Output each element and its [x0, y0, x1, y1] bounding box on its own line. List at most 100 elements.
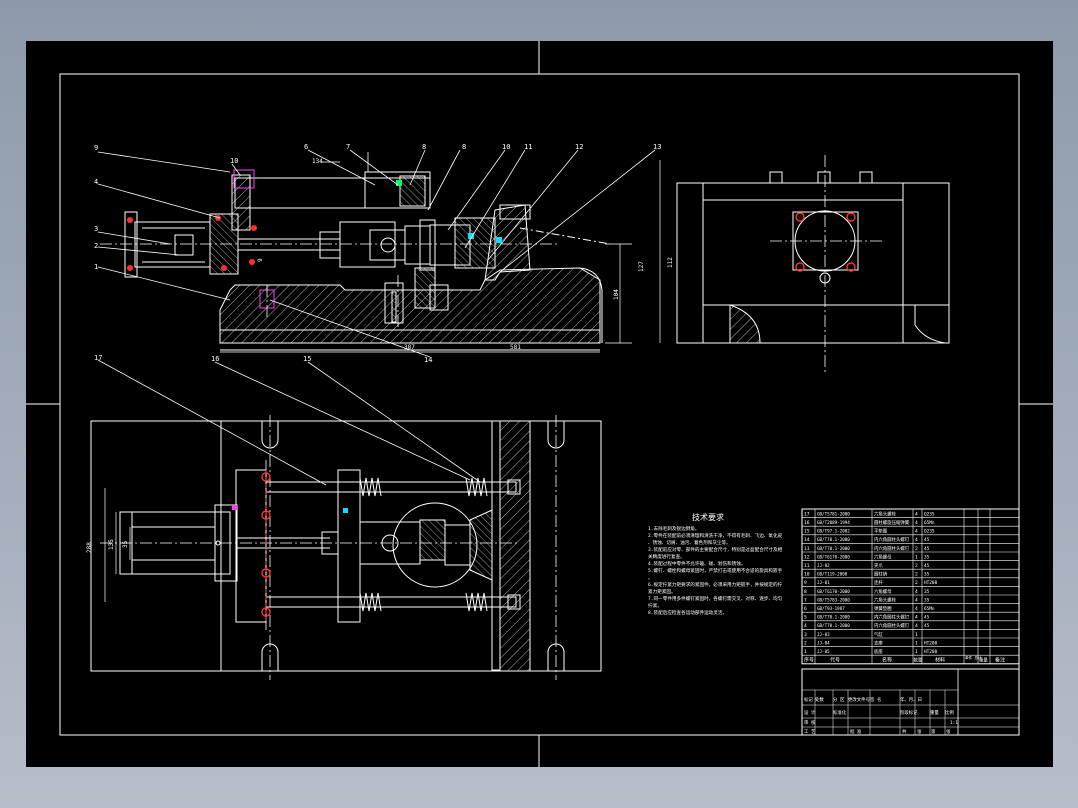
bom-cell-no: 12: [804, 554, 810, 560]
bom-cell-mat: 45: [924, 615, 930, 621]
dim-134: 134: [312, 158, 323, 165]
bom-cell-code: JJ-05: [817, 649, 830, 654]
bom-cell-mat: 45: [924, 623, 930, 629]
bom-cell-name: 六角螺母: [874, 588, 892, 595]
bom-cell-code: JJ-04: [817, 640, 830, 645]
balloon-4: 4: [94, 178, 98, 186]
bom-cell-code: GB/T70.1-2000: [817, 546, 850, 551]
bom-cell-name: 支座: [874, 639, 883, 646]
tech-notes: 1.去除毛刺及锐边倒角。2.零件在装配前必须清理和清洗干净，不得有毛刺、飞边、氧…: [648, 525, 783, 616]
balloon-15: 15: [303, 355, 311, 363]
dim-135: 135: [108, 539, 115, 550]
dim-9: 9: [257, 258, 264, 262]
dim-104: 104: [613, 289, 620, 300]
bom-cell-code: GB/T5781-2000: [817, 511, 850, 516]
bom-cell-no: 14: [804, 537, 810, 543]
title-r4-2: 批 准: [850, 728, 862, 735]
bom-cell-qty: 4: [915, 529, 918, 535]
balloon-17: 17: [94, 354, 102, 362]
drawing-sheet: [26, 41, 1053, 767]
bom-cell-name: 内六角圆柱头螺钉: [874, 614, 910, 621]
title-r4-0: 工 艺: [804, 729, 816, 735]
tech-note-line-8: 6.规定拧紧力矩要求的紧固件，必须采用力矩扳手，并按规定的拧: [648, 581, 783, 588]
bom-cell-qty: 4: [915, 606, 918, 612]
bom-cell-no: 2: [804, 640, 807, 646]
bom-cell-qty: 4: [915, 589, 918, 595]
bom-header-note: 备注: [995, 657, 1005, 664]
plan-center-lines: [100, 415, 557, 680]
bom-cell-mat: 35: [924, 597, 930, 603]
bom-cell-mat: 65Mn: [924, 520, 935, 526]
bom-cell-qty: 2: [915, 580, 918, 586]
balloon-9: 9: [94, 144, 98, 152]
front-balloons: 9 10 6 7 8 8 10 11 12 13 4 3 2 1 14: [94, 143, 661, 364]
balloon-10b: 10: [502, 143, 510, 151]
bom-cell-no: 7: [804, 597, 807, 603]
title-r4-5: 张: [917, 728, 922, 735]
tech-note-line-7: 。: [648, 576, 653, 581]
balloon-11: 11: [524, 143, 532, 151]
balloon-13: 13: [653, 143, 661, 151]
bom-cell-qty: 4: [915, 597, 918, 603]
bom-cell-code: GB/T6170-2000: [817, 589, 850, 594]
dim-112: 112: [667, 257, 674, 268]
bom-cell-no: 15: [804, 529, 810, 535]
bom-cell-mat: 45: [924, 563, 930, 569]
front-leaders: [97, 149, 656, 358]
bom-cell-qty: 1: [915, 632, 918, 638]
balloon-10: 10: [230, 157, 238, 165]
dim-581: 581: [510, 344, 521, 351]
bom-cell-name: 夹爪: [874, 562, 883, 569]
bom-cell-mat: Q235: [924, 511, 935, 517]
bom-cell-name: 弹簧垫圈: [874, 605, 892, 612]
title-r2-5: 重量: [930, 709, 939, 716]
dim-127: 127: [638, 261, 645, 272]
bom-cell-no: 4: [804, 623, 807, 629]
bom-cell-code: GB/T70.1-2000: [817, 537, 850, 542]
front-accents: [127, 180, 502, 271]
title-frame: [801, 668, 1020, 736]
title-r4-7: 张: [946, 728, 951, 735]
bom-cell-code: GB/T93-1987: [817, 606, 845, 611]
bom-cell-mat: HT200: [924, 640, 938, 646]
tech-note-line-1: 2.零件在装配前必须清理和清洗干净，不得有毛刺、飞边、氧化皮: [648, 532, 783, 539]
bom-header-weight: 重量: [979, 657, 988, 664]
title-r1-5: 年、月、日: [900, 696, 922, 703]
title-r2-0: 设 计: [804, 709, 816, 716]
bom-header-name: 名称: [882, 657, 892, 664]
dim-288: 288: [86, 542, 93, 553]
bom-cell-qty: 4: [915, 520, 918, 526]
bom-cell-name: 内六角圆柱头螺钉: [874, 536, 910, 543]
bom-header-mat: 材料: [935, 657, 945, 664]
balloon-1: 1: [94, 263, 98, 271]
bom-cell-code: JJ-01: [817, 580, 830, 585]
title-r1-0: 标记: [804, 696, 813, 703]
bom-cell-qty: 4: [915, 511, 918, 517]
tech-title: 技术要求: [692, 512, 724, 522]
bom-cell-qty: 1: [915, 640, 918, 646]
bom-cell-qty: 1: [915, 649, 918, 655]
bom-cell-no: 3: [804, 632, 807, 638]
balloon-2: 2: [94, 242, 98, 250]
bom-cell-code: GB/T2089-1994: [817, 520, 850, 525]
tech-note-line-12: 8.装配后应检查各运动部件运动灵活。: [648, 609, 727, 616]
tech-note-line-11: 拧紧。: [648, 602, 662, 609]
balloon-8b: 8: [462, 143, 466, 151]
bom-header-no: 序号: [804, 657, 814, 664]
side-center-lines: [770, 155, 885, 372]
bom-cell-mat: HT200: [924, 580, 938, 586]
tech-note-line-10: 7.同一零件用多件螺钉紧固时，各螺钉需交叉、对称、逐步、均匀: [648, 595, 783, 602]
tech-note-line-3: 3.装配前应对零、部件的主要配合尺寸，特别是过盈配合尺寸及相: [648, 546, 783, 553]
bom-cell-mat: 35: [924, 554, 930, 560]
bom-cell-name: 平垫圈: [874, 528, 888, 535]
bom-cell-qty: 2: [915, 563, 918, 569]
centering-marks: [26, 41, 1053, 767]
tech-note-line-5: 4.装配过程中零件不允许磕、碰、划伤和锈蚀。: [648, 560, 745, 567]
bom-cell-qty: 2: [915, 572, 918, 578]
bom-cell-code: GB/T5783-2000: [817, 597, 850, 602]
title-r3-0: 审 核: [804, 719, 816, 726]
bom-cell-qty: 1: [915, 554, 918, 560]
